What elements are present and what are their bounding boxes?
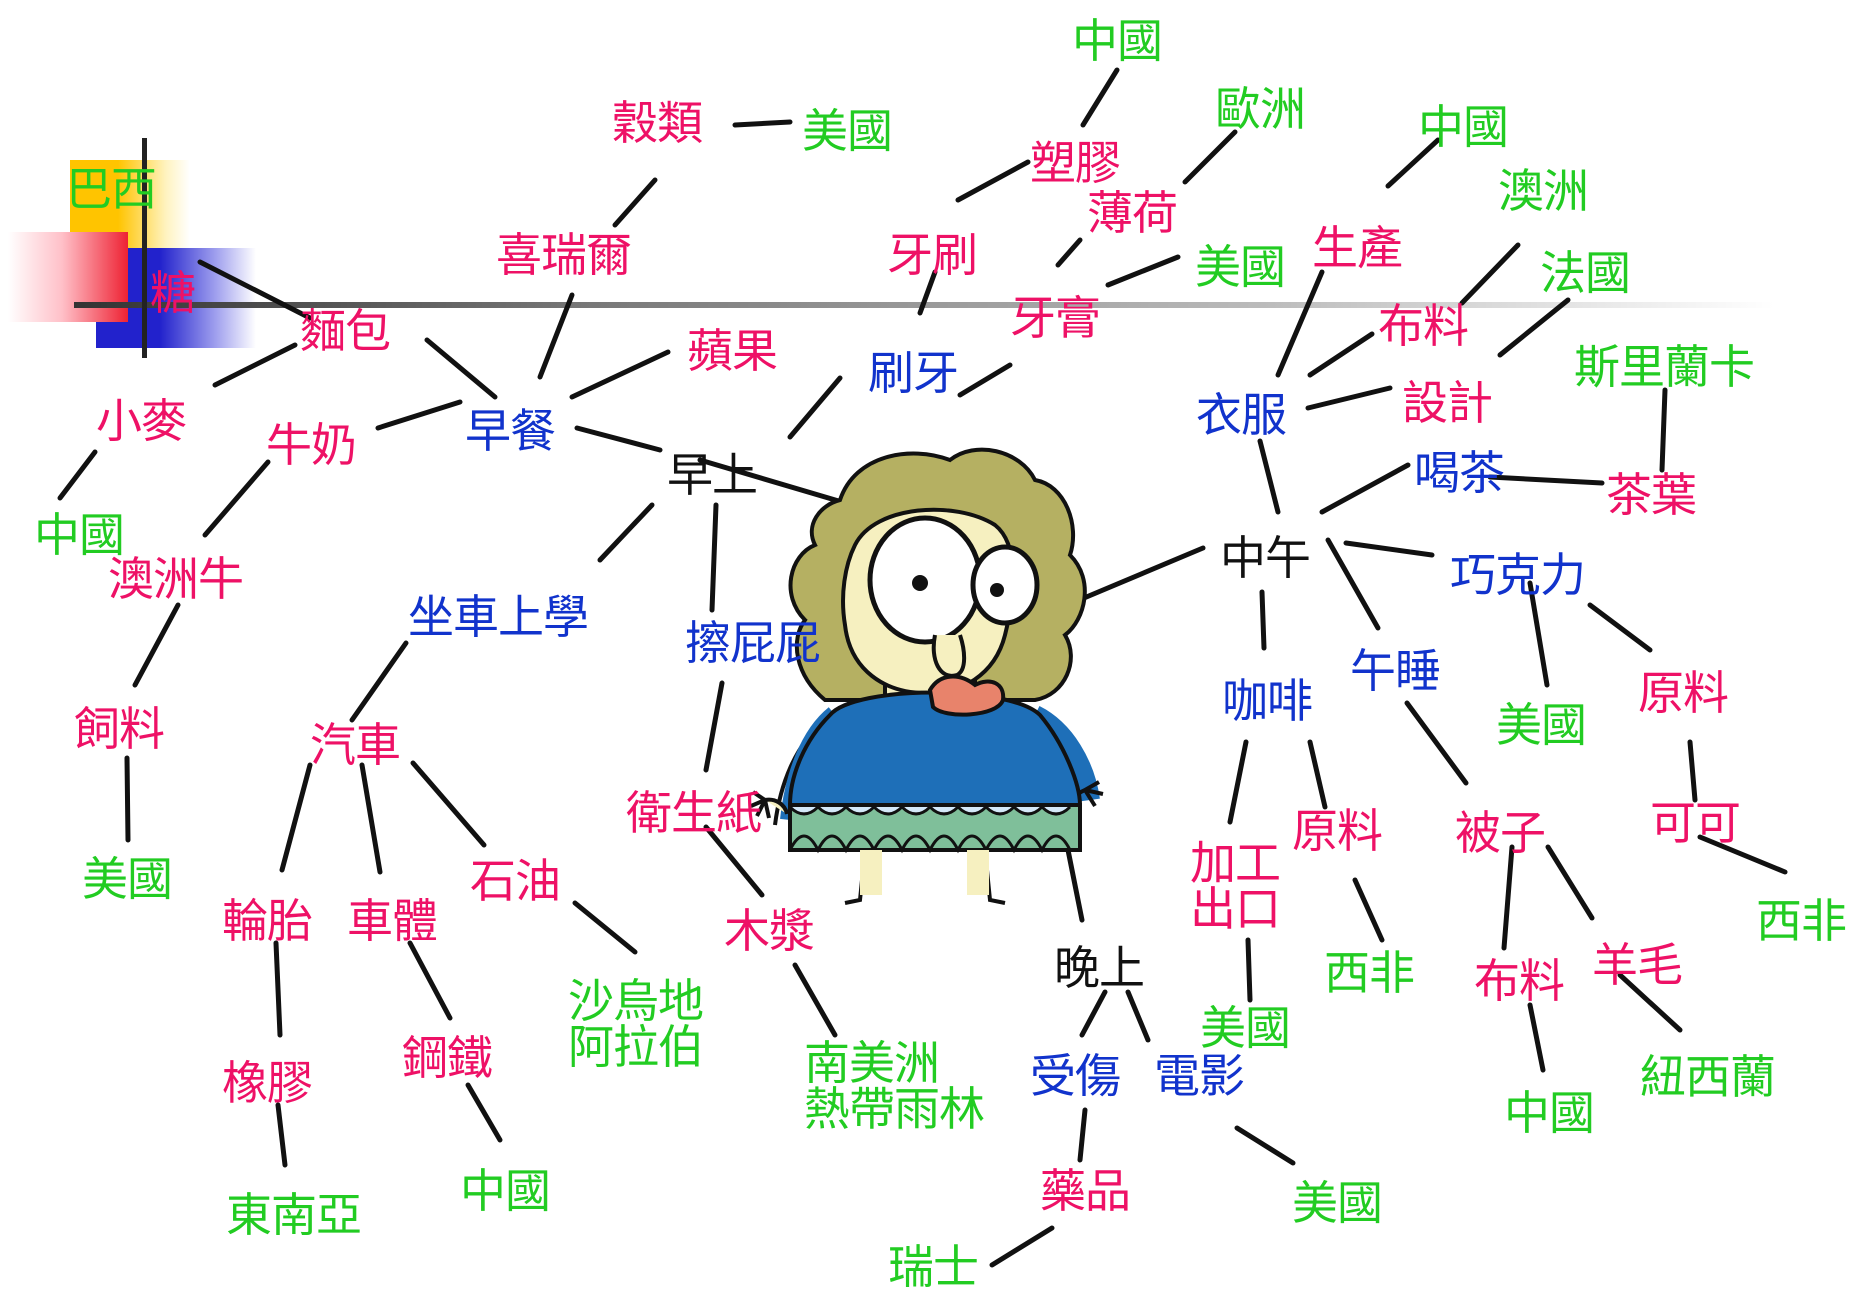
label-chocolate: 巧克力 [1450, 548, 1586, 602]
label-steel: 鋼鐵 [402, 1031, 493, 1085]
label-bus-to-school: 坐車上學 [408, 590, 589, 644]
label-car: 汽車 [310, 718, 401, 772]
label-production-china: 中國 [1418, 100, 1509, 154]
label-southeast-asia: 東南亞 [226, 1188, 362, 1242]
label-fabric-australia: 澳洲 [1498, 164, 1589, 218]
label-body: 車體 [347, 894, 438, 948]
label-noon: 中午 [1220, 531, 1311, 585]
label-design-france: 法國 [1540, 246, 1631, 300]
label-coffee-raw: 原料 [1292, 804, 1383, 858]
label-production: 生產 [1312, 221, 1403, 275]
label-west-africa: 西非 [1756, 894, 1847, 948]
cartoon-woman-illustration [750, 447, 1104, 905]
label-steel-china: 中國 [460, 1164, 551, 1218]
label-apple: 蘋果 [687, 324, 778, 378]
label-processing: 加工 出口 [1190, 836, 1281, 936]
label-cheerios: 喜瑞爾 [496, 228, 632, 282]
label-injury: 受傷 [1030, 1049, 1121, 1103]
label-evening: 晚上 [1054, 941, 1145, 995]
label-petroleum: 石油 [470, 854, 561, 908]
label-milk: 牛奶 [266, 418, 357, 472]
label-quilt-fabric-china: 中國 [1504, 1086, 1595, 1140]
label-feed: 飼料 [74, 702, 165, 756]
label-coffee-west-africa: 西非 [1324, 946, 1415, 1000]
label-brush-teeth: 刷牙 [868, 346, 959, 400]
label-quilt-fabric: 布料 [1474, 954, 1565, 1008]
label-movie-usa: 美國 [1292, 1176, 1383, 1230]
label-wheat: 小麥 [96, 394, 187, 448]
label-movie: 電影 [1154, 1049, 1245, 1103]
label-tea: 喝茶 [1414, 446, 1505, 500]
label-coffee: 咖啡 [1222, 674, 1313, 728]
label-fabric: 布料 [1378, 299, 1469, 353]
label-rainforest: 南美洲 熱帶雨林 [804, 1036, 985, 1136]
label-wool: 羊毛 [1592, 938, 1683, 992]
label-medicine: 藥品 [1040, 1164, 1131, 1218]
label-wheat-china: 中國 [34, 508, 125, 562]
label-nap: 午睡 [1350, 644, 1441, 698]
label-toilet-paper: 衛生紙 [626, 786, 762, 840]
label-breakfast: 早餐 [465, 404, 556, 458]
label-tire: 輪胎 [222, 894, 313, 948]
label-plastic: 塑膠 [1030, 136, 1121, 190]
label-quilt: 被子 [1455, 806, 1546, 860]
label-cereal-usa: 美國 [802, 104, 893, 158]
label-sugar: 糖 [150, 266, 196, 320]
label-morning: 早上 [667, 448, 758, 502]
label-mint: 薄荷 [1087, 186, 1178, 240]
label-switzerland: 瑞士 [888, 1240, 979, 1294]
label-sugar-brazil: 巴西 [66, 162, 157, 216]
label-bread: 麵包 [300, 304, 391, 358]
label-saudi: 沙烏地 阿拉伯 [568, 974, 704, 1074]
label-pulp: 木漿 [724, 904, 815, 958]
label-new-zealand: 紐西蘭 [1640, 1050, 1776, 1104]
label-cereal: 穀類 [612, 96, 703, 150]
label-clothes: 衣服 [1196, 388, 1287, 442]
label-processing-usa: 美國 [1200, 1001, 1291, 1055]
label-rubber: 橡膠 [222, 1056, 313, 1110]
label-aus-cattle: 澳洲牛 [108, 552, 244, 606]
label-mint-europe: 歐洲 [1215, 82, 1306, 136]
label-toothpaste-usa: 美國 [1195, 240, 1286, 294]
label-toothbrush: 牙刷 [887, 228, 978, 282]
corner-vertical-bar [142, 138, 147, 358]
label-wipe: 擦屁屁 [685, 616, 821, 670]
label-feed-usa: 美國 [82, 852, 173, 906]
label-choco-usa: 美國 [1496, 698, 1587, 752]
label-sri-lanka: 斯里蘭卡 [1574, 340, 1755, 394]
label-design: 設計 [1402, 376, 1493, 430]
label-tea-leaves: 茶葉 [1606, 468, 1697, 522]
label-plastic-china: 中國 [1072, 14, 1163, 68]
label-raw-material: 原料 [1638, 666, 1729, 720]
label-toothpaste: 牙膏 [1010, 291, 1101, 345]
label-cocoa: 可可 [1650, 796, 1741, 850]
